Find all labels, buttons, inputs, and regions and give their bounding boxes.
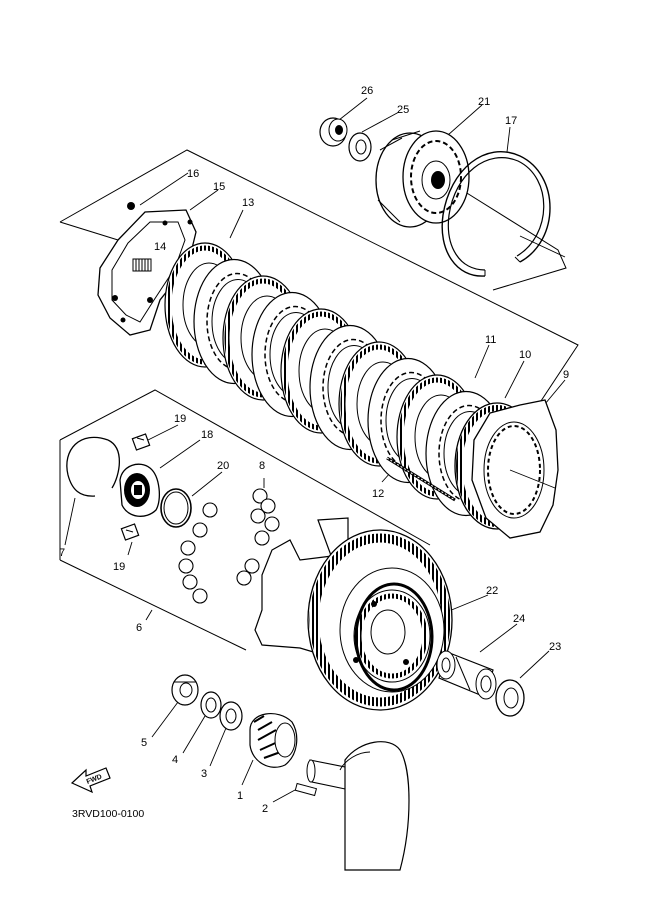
push-rod-12 — [386, 456, 456, 502]
primary-gear-group-box — [59, 389, 431, 546]
damper-ball — [192, 522, 208, 538]
callout-22: 22 — [486, 585, 498, 597]
callout-20: 20 — [217, 460, 229, 472]
key-2 — [294, 782, 318, 797]
damper-ball — [178, 558, 194, 574]
callout-12: 12 — [372, 488, 384, 500]
highlighted-oring-22 — [354, 582, 434, 692]
callout-17: 17 — [505, 115, 517, 127]
damper-ball — [182, 574, 198, 590]
washer-3 — [219, 701, 243, 731]
pressure-plate-group-box — [59, 149, 579, 411]
circlip-20 — [160, 488, 192, 528]
callout-14: 14 — [154, 241, 166, 253]
callout-8: 8 — [259, 460, 265, 472]
callout-15: 15 — [213, 181, 225, 193]
callout-16: 16 — [187, 168, 199, 180]
nut-26 — [319, 117, 348, 147]
callout-18: 18 — [201, 429, 213, 441]
primary-gear-group-box-bottom — [59, 559, 247, 651]
damper-ball — [244, 558, 260, 574]
damper-ball — [254, 530, 270, 546]
damper-ball — [264, 516, 280, 532]
callout-4: 4 — [172, 754, 178, 766]
callout-13: 13 — [242, 197, 254, 209]
nut-5 — [171, 674, 199, 706]
damper-19-top — [131, 433, 151, 451]
damper-19-bottom — [120, 523, 140, 541]
circlip-17 — [441, 150, 566, 277]
damper-balls-8 — [178, 488, 280, 604]
spacer-24 — [436, 650, 497, 700]
washer-4 — [200, 691, 222, 719]
callout-19-bottom: 19 — [113, 561, 125, 573]
damper-ball — [252, 488, 268, 504]
callout-24: 24 — [513, 613, 525, 625]
callout-3: 3 — [201, 768, 207, 780]
clutch-plate-9 — [471, 399, 559, 539]
primary-drive-gear-1 — [249, 713, 298, 768]
diagram-code: 3RVD100-0100 — [72, 808, 144, 820]
callout-25: 25 — [397, 104, 409, 116]
callout-1: 1 — [237, 790, 243, 802]
damper-ball — [180, 540, 196, 556]
clutch-housing-6 — [254, 517, 453, 711]
damper-ball — [202, 502, 218, 518]
damper-ball — [250, 508, 266, 524]
damper-ball — [260, 498, 276, 514]
group-box-lines — [59, 149, 579, 651]
circlip-7 — [66, 436, 121, 497]
callout-labels: 1 2 3 4 5 6 7 8 9 10 11 12 13 14 15 16 1… — [59, 85, 569, 815]
callout-5: 5 — [141, 737, 147, 749]
damper-cam-18 — [119, 463, 161, 517]
washer-23 — [495, 679, 525, 717]
callout-21: 21 — [478, 96, 490, 108]
damper-ball — [192, 588, 208, 604]
washer-25 — [348, 132, 372, 162]
callout-9: 9 — [563, 369, 569, 381]
callout-6: 6 — [136, 622, 142, 634]
clutch-boss-21 — [375, 130, 470, 228]
callout-7: 7 — [59, 547, 65, 559]
callout-2: 2 — [262, 803, 268, 815]
pressure-plate-15 — [97, 202, 197, 336]
pressure-plate-group-box-edge — [59, 221, 119, 241]
callout-11: 11 — [485, 334, 496, 346]
callout-23: 23 — [549, 641, 561, 653]
damper-ball — [236, 570, 252, 586]
boss-group-box — [461, 189, 567, 291]
callout-10: 10 — [519, 349, 531, 361]
callout-19-top: 19 — [174, 413, 186, 425]
fwd-direction-arrow: FWD — [70, 767, 111, 794]
callout-26: 26 — [361, 85, 373, 97]
crankshaft — [306, 741, 410, 871]
